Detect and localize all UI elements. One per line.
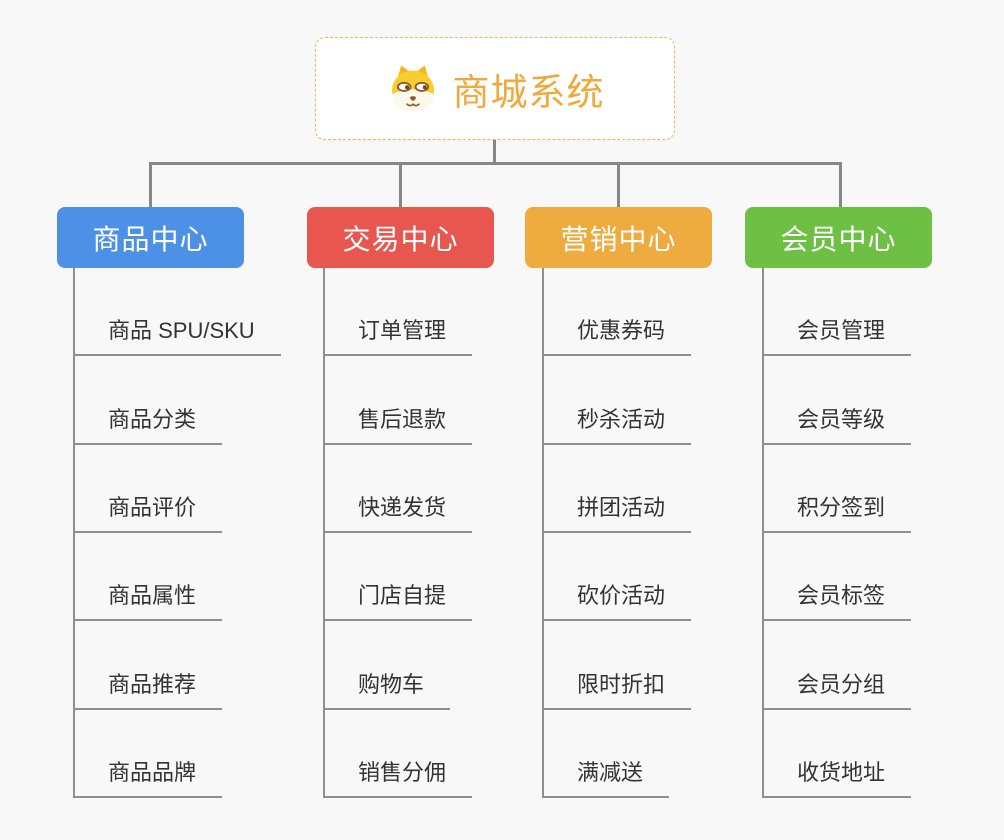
leaf-node[interactable]: 门店自提 — [325, 578, 473, 622]
leaf-slot: 订单管理 — [325, 268, 473, 357]
connector-drop-branch-2 — [399, 162, 402, 208]
leaf-slot: 限时折扣 — [544, 621, 692, 710]
leaf-node[interactable]: 限时折扣 — [544, 667, 692, 710]
leaf-node[interactable]: 秒杀活动 — [544, 402, 692, 445]
leaf-slot: 销售分佣 — [325, 710, 473, 798]
leaf-node[interactable]: 商品 SPU/SKU — [75, 313, 281, 357]
leaf-slot: 会员管理 — [764, 268, 912, 357]
leaf-node[interactable]: 砍价活动 — [544, 578, 692, 622]
leaf-slot: 售后退款 — [325, 356, 473, 445]
leaf-slot: 门店自提 — [325, 533, 473, 622]
branch-children-trade: 订单管理 售后退款 快递发货 门店自提 购物车 销售分佣 — [323, 268, 473, 798]
leaf-slot: 会员标签 — [764, 533, 912, 622]
branch-label: 营销中心 — [560, 223, 677, 255]
branch-children-product: 商品 SPU/SKU 商品分类 商品评价 商品属性 商品推荐 商品品牌 — [73, 268, 281, 798]
leaf-node[interactable]: 收货地址 — [764, 755, 912, 798]
leaf-node[interactable]: 售后退款 — [325, 402, 473, 445]
leaf-node[interactable]: 商品推荐 — [75, 667, 223, 710]
branch-label: 交易中心 — [342, 223, 459, 255]
leaf-slot: 砍价活动 — [544, 533, 692, 622]
leaf-node[interactable]: 订单管理 — [325, 313, 473, 357]
leaf-node[interactable]: 商品分类 — [75, 402, 223, 445]
leaf-slot: 商品评价 — [75, 445, 281, 533]
leaf-node[interactable]: 会员等级 — [764, 402, 912, 445]
leaf-slot: 收货地址 — [764, 710, 912, 798]
leaf-node[interactable]: 优惠券码 — [544, 313, 692, 357]
branch-children-marketing: 优惠券码 秒杀活动 拼团活动 砍价活动 限时折扣 满减送 — [542, 268, 692, 798]
leaf-slot: 拼团活动 — [544, 445, 692, 533]
leaf-node[interactable]: 商品品牌 — [75, 755, 223, 798]
leaf-slot: 快递发货 — [325, 445, 473, 533]
leaf-node[interactable]: 满减送 — [544, 755, 670, 798]
leaf-slot: 商品分类 — [75, 356, 281, 445]
connector-horizontal-bar — [149, 162, 842, 165]
leaf-node[interactable]: 商品评价 — [75, 490, 223, 533]
root-title: 商城系统 — [452, 71, 605, 113]
leaf-slot: 秒杀活动 — [544, 356, 692, 445]
leaf-node[interactable]: 购物车 — [325, 667, 451, 710]
branch-node-trade-center[interactable]: 交易中心 — [307, 207, 494, 268]
dog-icon — [386, 62, 440, 116]
leaf-slot: 积分签到 — [764, 445, 912, 533]
leaf-slot: 会员分组 — [764, 621, 912, 710]
connector-drop-branch-4 — [839, 162, 842, 208]
branch-label: 商品中心 — [92, 223, 209, 255]
leaf-node[interactable]: 会员标签 — [764, 578, 912, 622]
leaf-slot: 商品推荐 — [75, 621, 281, 710]
leaf-slot: 购物车 — [325, 621, 472, 710]
branch-label: 会员中心 — [780, 223, 897, 255]
connector-root-stem — [493, 139, 496, 165]
leaf-slot: 商品 SPU/SKU — [75, 268, 281, 357]
leaf-slot: 会员等级 — [764, 356, 912, 445]
leaf-node[interactable]: 会员分组 — [764, 667, 912, 710]
leaf-node[interactable]: 销售分佣 — [325, 755, 473, 798]
leaf-node[interactable]: 商品属性 — [75, 578, 223, 622]
leaf-slot: 商品属性 — [75, 533, 281, 622]
branch-children-member: 会员管理 会员等级 积分签到 会员标签 会员分组 收货地址 — [762, 268, 912, 798]
leaf-node[interactable]: 拼团活动 — [544, 490, 692, 533]
leaf-slot: 优惠券码 — [544, 268, 692, 357]
connector-drop-branch-3 — [617, 162, 620, 208]
leaf-node[interactable]: 会员管理 — [764, 313, 912, 357]
leaf-node[interactable]: 积分签到 — [764, 490, 912, 533]
root-node[interactable]: 商城系统 — [315, 37, 675, 140]
leaf-slot: 商品品牌 — [75, 710, 281, 798]
leaf-node[interactable]: 快递发货 — [325, 490, 473, 533]
branch-node-marketing-center[interactable]: 营销中心 — [525, 207, 712, 268]
branch-node-member-center[interactable]: 会员中心 — [745, 207, 932, 268]
leaf-slot: 满减送 — [544, 710, 691, 798]
branch-node-product-center[interactable]: 商品中心 — [57, 207, 244, 268]
connector-drop-branch-1 — [149, 162, 152, 208]
